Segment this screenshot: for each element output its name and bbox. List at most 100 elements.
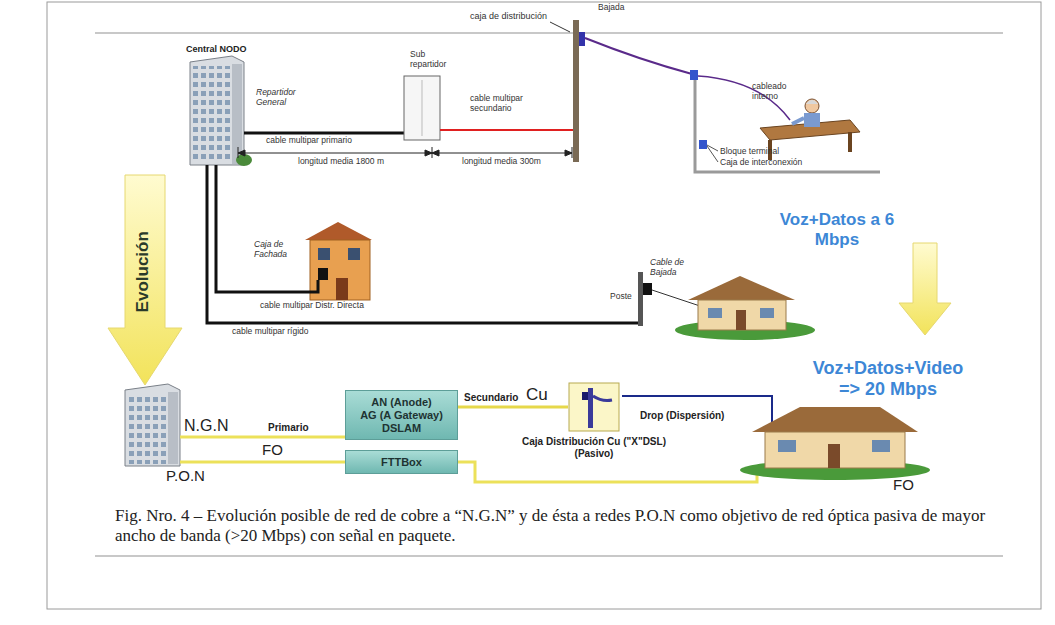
sub-distributor-cabinet [422,80,423,136]
subscriber-premises [848,132,852,152]
house [765,432,905,468]
dimension-lines [238,153,432,154]
copper-drop [622,396,772,428]
subscriber-premises [792,118,804,124]
rigid-cable [207,165,640,323]
page-frame [95,555,1003,557]
pole-with-drop [643,283,652,295]
house [688,276,795,300]
annotation-label: Caja de Fachada [254,240,304,260]
house [736,310,746,330]
house [752,407,918,432]
box-text: FTTBox [381,456,422,469]
box-text: DSLAM [382,422,421,435]
annotation-label: caja de distribución [470,11,547,21]
facade-house [305,222,372,240]
fiber-connector [458,407,568,408]
ngn-building [125,384,180,466]
evolution-arrow [899,243,951,335]
facade-house [318,268,328,280]
central-office-building [190,56,244,165]
annotation-label: Voz+Datos+Video => 20 Mbps [808,358,968,399]
annotation-label: Central NODO [186,44,247,54]
annotation-label: longitud media 1800 m [298,157,384,167]
distribution-cabinet: Caja Distribución Cu ("X"DSL) (Pasivo) [568,382,620,432]
evolution-arrow [108,175,182,385]
house [778,440,796,452]
pole-with-drop [638,272,643,326]
subscriber-premises [806,100,818,104]
sub-distributor-cabinet [404,76,440,140]
annotation-label: P.O.N [166,467,205,484]
annotation-label: Poste [610,292,632,302]
cabinet-label: Caja Distribución Cu ("X"DSL) (Pasivo) [508,436,680,460]
annotation-label: N.G.N [184,417,228,435]
house [675,276,815,340]
annotation-label: Bajada [598,3,624,13]
subscriber-premises [805,99,819,113]
cabinet-symbol [588,388,593,428]
box-text: AN (Anode) [371,396,432,409]
figure-caption: Fig. Nro. 4 – Evolución posible de red d… [115,506,1010,546]
central-office-building [190,56,252,166]
telephone-pole [550,22,570,32]
house [740,407,930,480]
subscriber-premises [690,70,880,172]
cabinet-symbol [582,392,588,400]
drop-wire [585,38,692,74]
facade-house [305,222,372,300]
box-text: AG (A Gateway) [360,409,443,422]
subscriber-premises [707,146,718,162]
equipment-box: FTTBox [345,450,458,474]
facade-house [348,248,360,260]
annotation-label: Cable de Bajada [650,258,690,278]
dimension-lines [432,153,572,154]
dimension-lines [432,150,439,156]
annotation-label: cable multipar secundario [470,94,534,114]
fiber-lines [180,437,757,482]
secondary-cable [440,129,573,131]
annotation-label: Evolución [133,227,153,317]
annotation-label: Repartidor General [256,88,304,108]
page-frame [47,2,1041,609]
central-office-building [232,64,242,164]
primary-cable [244,132,404,135]
dimension-lines [238,150,245,156]
annotation-label: cable multipar primario [266,136,352,146]
page-frame [47,2,1041,609]
annotation-label: Sub repartidor [410,50,456,70]
ngn-building [168,392,178,464]
subscriber-premises [804,113,820,127]
dimension-lines [565,150,572,156]
equipment-box: AN (Anode)AG (A Gateway)DSLAM [345,390,458,440]
annotation-label: Voz+Datos a 6 Mbps [762,210,912,249]
annotation-label: FO [893,476,914,493]
page-frame [95,32,1003,34]
annotation-label: Bloque terminal [720,147,779,157]
fiber-lines [180,436,346,439]
subscriber-premises [695,70,880,172]
annotation-label: Caja de interconexión [720,158,802,168]
telephone-pole [573,20,579,162]
fiber-lines [458,462,757,482]
annotation-label: Drop (Dispersión) [640,410,724,422]
telephone-pole [579,32,585,46]
cabinet-symbol [568,382,620,432]
connector-line [458,406,568,409]
subscriber-premises [699,140,707,149]
house [708,308,722,318]
house [760,308,774,318]
facade-house [318,248,330,260]
annotation-label: Cu [526,385,548,405]
annotation-label: cable multipar Distr. Directa [260,301,364,311]
connector-label: Secundario [463,392,519,403]
house [828,444,840,468]
cabinet-symbol [569,383,619,431]
annotation-label: cable multipar rígido [232,327,309,337]
annotation-label: FO [262,441,283,458]
house [698,300,786,330]
facade-house [336,278,348,300]
telephone-pole [550,20,585,162]
fiber-lines [180,461,346,464]
annotation-label: longitud media 300m [462,157,541,167]
